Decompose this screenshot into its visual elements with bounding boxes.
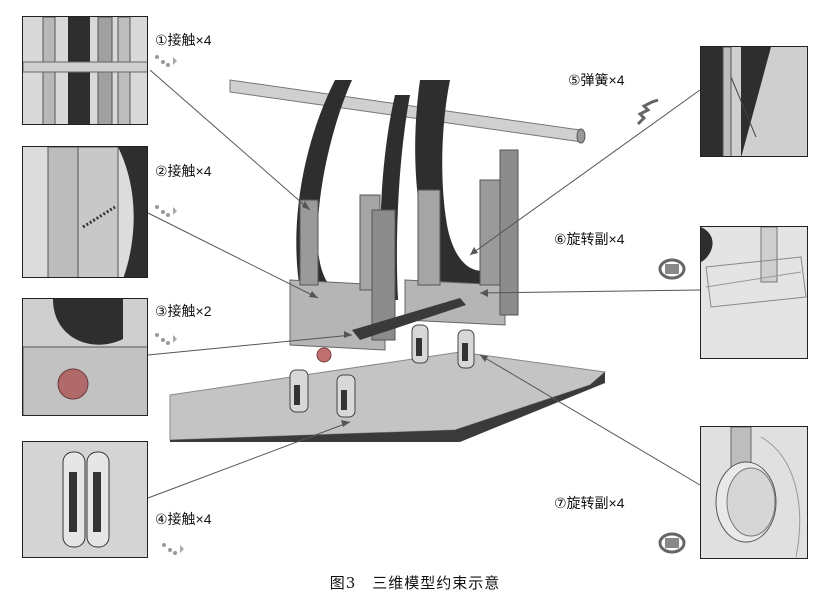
detail-panel-6 — [700, 226, 808, 359]
label-revolute-6: ⑥旋转副×4 — [554, 231, 625, 247]
detail-panel-5 — [700, 46, 808, 157]
detail-panel-3 — [22, 298, 148, 416]
detail-panel-4 — [22, 441, 148, 558]
contact-icon — [155, 333, 177, 345]
contact-icon — [155, 55, 177, 67]
label-contact-3: ③接触×2 — [155, 303, 212, 319]
figure-caption: 图3 三维模型约束示意 — [329, 574, 501, 592]
revolute-joint-icon — [658, 258, 686, 280]
label-contact-2: ②接触×4 — [155, 163, 212, 179]
contact-icon — [162, 543, 184, 555]
spring-icon — [636, 98, 659, 126]
detail-panel-7 — [700, 426, 808, 559]
label-contact-1: ①接触×4 — [155, 32, 212, 48]
label-spring-5: ⑤弹簧×4 — [568, 72, 625, 88]
label-contact-4: ④接触×4 — [155, 511, 212, 527]
detail-panel-2 — [22, 146, 148, 278]
contact-icon — [155, 205, 177, 217]
detail-panel-1 — [22, 16, 148, 125]
label-revolute-7: ⑦旋转副×4 — [554, 495, 625, 511]
revolute-joint-icon — [658, 532, 686, 554]
